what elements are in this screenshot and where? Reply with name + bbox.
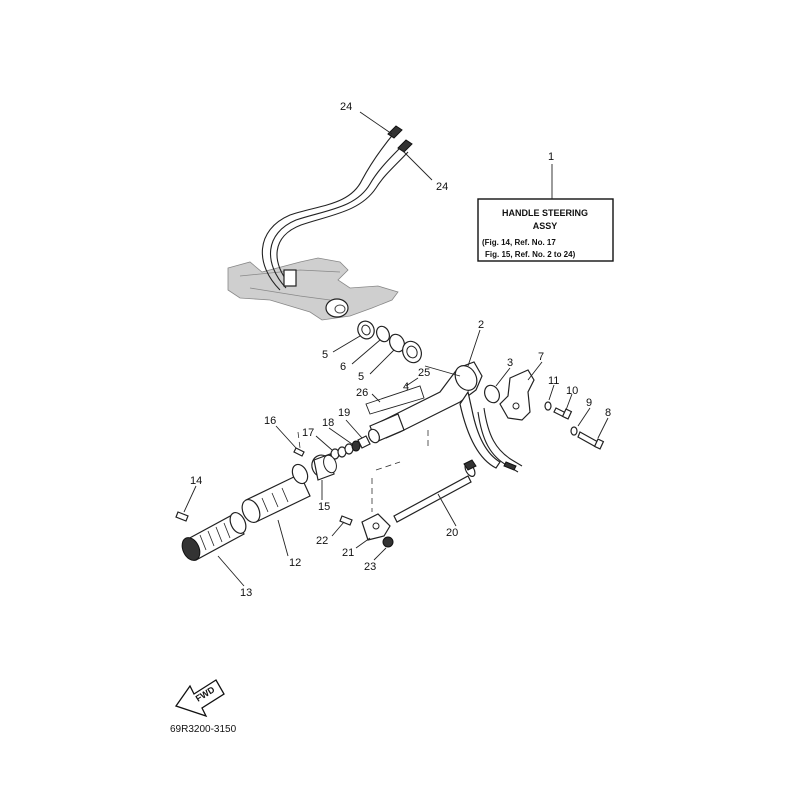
steering-arm: 2 25 4 26 [356, 319, 501, 469]
small-parts-left: 16 17 18 19 [264, 407, 371, 460]
callout-7: 7 [538, 351, 544, 363]
throttle-cables: 24 24 [261, 101, 448, 291]
callout-11: 11 [548, 375, 559, 387]
diagram-code: 69R3200-3150 [170, 724, 237, 735]
callout-22: 22 [316, 535, 328, 547]
callout-6: 6 [340, 361, 346, 373]
bushing-5-lower [389, 333, 405, 353]
collar-15: 15 [311, 453, 337, 513]
callout-17: 17 [302, 427, 314, 439]
callout-10: 10 [566, 385, 578, 397]
box-title-line2: ASSY [533, 221, 558, 231]
callout-19: 19 [338, 407, 350, 419]
cable-clamp [283, 269, 297, 287]
callout-3: 3 [507, 357, 513, 369]
callout-25: 25 [418, 367, 430, 379]
callout-8: 8 [605, 407, 611, 419]
callout-24-top: 24 [340, 101, 352, 113]
screw-14: 14 [175, 475, 202, 522]
callout-1: 1 [548, 151, 554, 163]
label-decal-26 [365, 385, 425, 415]
washer-11 [544, 401, 552, 411]
screw-16 [293, 447, 305, 457]
screw-22 [339, 515, 353, 526]
washer-9 [570, 426, 578, 436]
callout-26: 26 [356, 387, 368, 399]
callout-16: 16 [264, 415, 276, 427]
callout-20: 20 [446, 527, 458, 539]
lower-cable-ends [477, 407, 523, 473]
callout-4: 4 [403, 381, 409, 393]
box-title-line1: HANDLE STEERING [502, 208, 588, 218]
block-assembly: 21 22 23 [316, 513, 394, 573]
collar-3: 3 [484, 357, 513, 404]
bushings-group: 5 6 5 [322, 320, 422, 383]
box-ref-line2: Fig. 15, Ref. No. 2 to 24) [485, 250, 576, 259]
bracket-7: 7 [499, 351, 544, 421]
forward-direction-arrow: FWD [174, 679, 225, 718]
callout-5-upper: 5 [322, 349, 328, 361]
callout-12: 12 [289, 557, 301, 569]
pin-19 [357, 435, 371, 449]
callout-21: 21 [342, 547, 354, 559]
fasteners-right: 11 10 9 8 [544, 375, 611, 450]
throttle-grip-12: 12 [241, 463, 311, 569]
box-ref-line1: (Fig. 14, Ref. No. 17 [482, 238, 556, 247]
callout-15: 15 [318, 501, 330, 513]
washer-6 [375, 325, 391, 343]
callout-2: 2 [478, 319, 484, 331]
assembly-lines [297, 430, 429, 512]
callout-23: 23 [364, 561, 376, 573]
handle-grip-13: 13 [181, 512, 252, 599]
callout-18: 18 [322, 417, 334, 429]
callout-24-right: 24 [436, 181, 448, 193]
nut-23 [382, 536, 394, 548]
callout-14: 14 [190, 475, 202, 487]
callout-9: 9 [586, 397, 592, 409]
assembly-info-box: HANDLE STEERING ASSY (Fig. 14, Ref. No. … [477, 151, 614, 262]
callout-5-lower: 5 [358, 371, 364, 383]
mount-bracket-outline [227, 257, 399, 321]
ball-18 [351, 440, 361, 452]
rod-20: 20 [393, 459, 477, 539]
callout-13: 13 [240, 587, 252, 599]
